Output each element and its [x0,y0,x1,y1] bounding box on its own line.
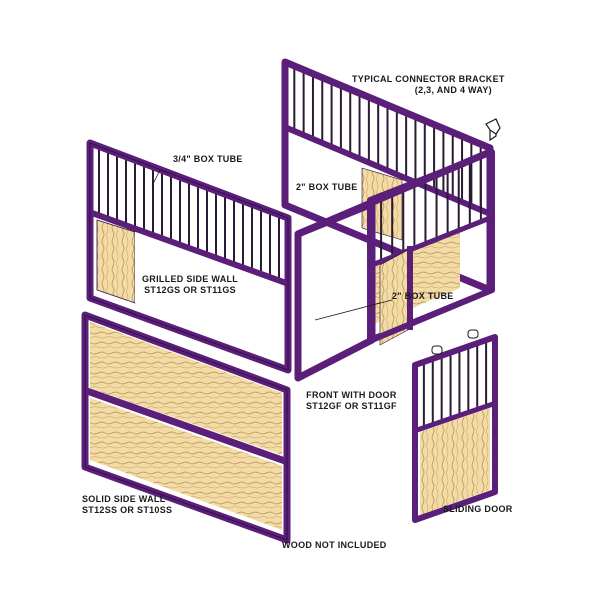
connector-bracket-label-line1: TYPICAL CONNECTOR BRACKET [352,74,505,84]
solid-sidewall-wood-top [90,322,282,455]
front-with-door-label: FRONT WITH DOOR ST12GF OR ST11GF [306,390,397,412]
front-top-rail [296,148,492,238]
front-with-door-label-line2: ST12GF OR ST11GF [306,401,397,411]
grilled-sidewall-label: GRILLED SIDE WALL ST12GS OR ST11GS [142,274,238,296]
right-wall-bars [380,156,482,261]
right-wall-midrail [371,215,491,268]
door-roller-right [467,329,479,339]
front-with-door-label-line1: FRONT WITH DOOR [306,390,397,400]
grilled-sidewall-bars [98,146,280,280]
grilled-sidewall-panel [86,139,292,374]
connector-bracket-label: TYPICAL CONNECTOR BRACKET (2,3, AND 4 WA… [352,74,505,96]
connector-bracket-icon [485,118,501,142]
wood-note-label: WOOD NOT INCLUDED [282,540,387,550]
solid-sidewall-frame-edge [84,314,288,541]
grilled-sidewall-label-line1: GRILLED SIDE WALL [142,274,239,284]
sliding-door-wood [420,408,490,515]
grilled-sidewall-midrail [90,210,288,286]
box-tube-2in-top-label: 2" BOX TUBE [296,182,358,192]
front-with-door-panel [294,148,494,382]
connector-bracket-label-line2: (2,3, AND 4 WAY) [414,85,492,95]
box-tube-2in-mid-label: 2" BOX TUBE [392,291,454,301]
sliding-door-midrail [416,401,494,433]
solid-sidewall-wood-bottom [90,398,282,530]
grilled-sidewall-wood-right [135,232,280,355]
solid-sidewall-midrail [85,387,287,465]
box-tube-small-label: 3/4" BOX TUBE [173,154,243,164]
grilled-sidewall-frame-edge [89,142,289,371]
solid-sidewall-label: SOLID SIDE WALL ST12SS OR ST10SS [82,494,172,516]
door-roller-left [431,345,443,355]
solid-sidewall-panel [81,311,291,544]
front-bottom-rail [370,287,494,343]
sliding-door-label: SLIDING DOOR [443,504,513,514]
back-wall-midrail [285,125,490,216]
back-wall-bars [293,65,482,210]
box-tube-leader [151,169,161,187]
front-box-tube-pointer [314,299,393,321]
grilled-sidewall-label-line2: ST12GS OR ST11GS [144,285,236,295]
sliding-door-bars [422,340,488,428]
sliding-door-panel [412,329,498,523]
grilled-sidewall-wood [96,219,136,304]
sliding-door-frame [412,334,498,523]
solid-sidewall-label-line1: SOLID SIDE WALL [82,494,166,504]
solid-sidewall-label-line2: ST12SS OR ST10SS [82,505,173,515]
